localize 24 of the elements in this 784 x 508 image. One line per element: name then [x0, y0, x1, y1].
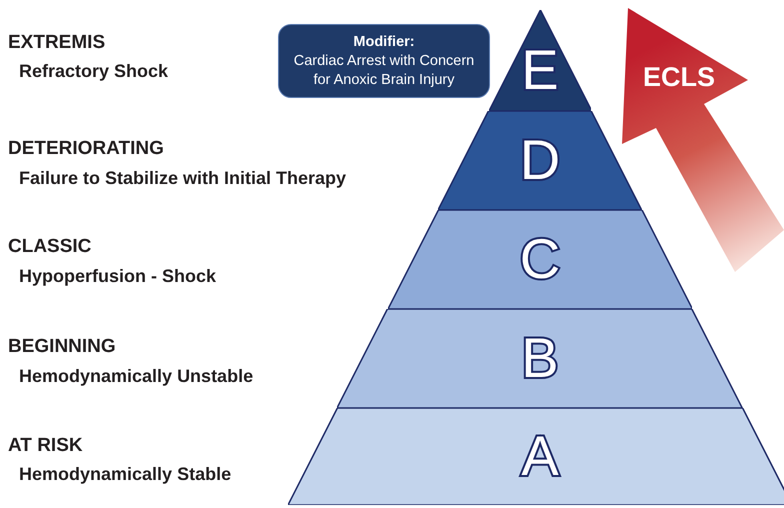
- modifier-text: Cardiac Arrest with Concern for Anoxic Brain Injury: [292, 52, 476, 90]
- level-heading: AT RISK: [8, 435, 83, 457]
- modifier-box: [278, 24, 490, 98]
- modifier-heading: Modifier:: [352, 32, 416, 52]
- level-description: Hemodynamically Unstable: [19, 366, 254, 387]
- arrow-label: ECLS: [643, 61, 716, 93]
- level-description: Refractory Shock: [19, 61, 168, 82]
- pyramid-tier: [488, 10, 592, 111]
- level-description: Hemodynamically Stable: [19, 464, 232, 485]
- level-heading: CLASSIC: [8, 236, 92, 258]
- tier-letter: D: [520, 132, 560, 188]
- level-heading: EXTREMIS: [8, 32, 106, 54]
- tier-letter: E: [521, 42, 559, 98]
- level-description: Hypoperfusion - Shock: [19, 266, 216, 287]
- level-heading: DETERIORATING: [8, 138, 164, 160]
- tier-letter: A: [521, 428, 559, 484]
- pyramid-tier: [337, 309, 743, 408]
- level-heading: BEGINNING: [8, 336, 116, 358]
- tier-letter: B: [521, 330, 559, 386]
- pyramid-tier: [388, 210, 692, 309]
- pyramid-tier: [288, 408, 784, 505]
- tier-letter: C: [520, 231, 560, 287]
- level-description: Failure to Stabilize with Initial Therapy: [19, 168, 346, 189]
- pyramid-tier: [438, 111, 642, 210]
